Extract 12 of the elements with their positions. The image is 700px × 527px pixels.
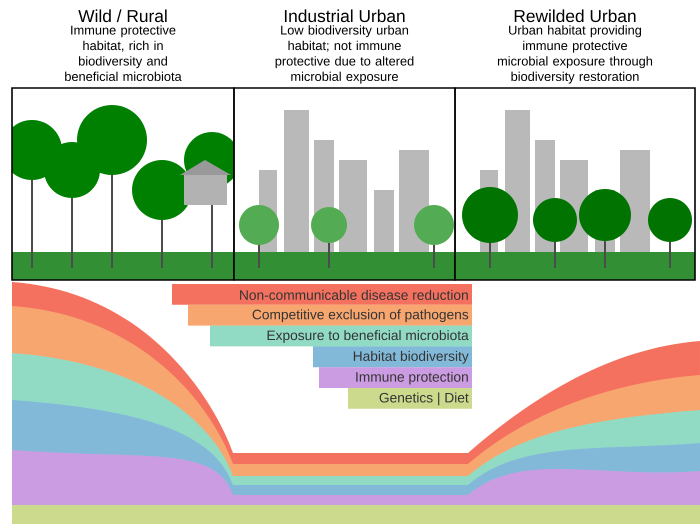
panel-title: Rewilded Urban: [514, 9, 636, 22]
panel-description: Immune protective habitat, rich in biodiversity and beneficial microbiota: [65, 25, 182, 82]
legend-label: Habitat biodiversity: [313, 346, 472, 368]
legend-label: Competitive exclusion of pathogens: [188, 304, 472, 326]
panel-description: Low biodiversity urban habitat; not immune protective due to altered microbial exposure: [276, 25, 414, 84]
legend-label: Immune protection: [319, 367, 472, 388]
panel-title: Industrial Urban: [284, 9, 405, 22]
legend-label: Non-communicable disease reduction: [172, 284, 472, 305]
panel-description: Urban habitat providing immune protective microbial exposure through biodiversity restoration: [498, 25, 652, 84]
legend-label: Genetics | Diet: [348, 388, 472, 409]
legend-label: Exposure to beneficial microbiota: [210, 326, 472, 346]
panel-title: Wild / Rural: [78, 9, 167, 22]
